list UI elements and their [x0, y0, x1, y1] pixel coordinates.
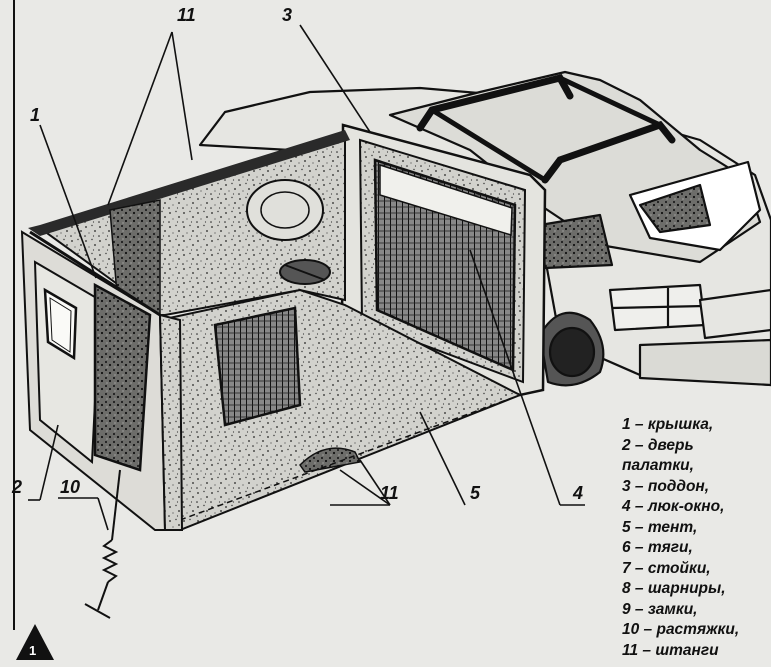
legend-item: 2 – дверь	[622, 436, 694, 454]
tent-door	[33, 260, 152, 472]
legend-item: 7 – стойки,	[622, 559, 711, 577]
figure-number: 1	[29, 643, 37, 658]
legend-item: 6 – тяги,	[622, 539, 693, 556]
callout-1: 1	[30, 105, 41, 125]
tent-floor	[159, 288, 523, 532]
parts-legend: 1 – крышка, 2 – дверь палатки, 3 – поддо…	[622, 415, 771, 661]
callout-11-bottom: 11	[380, 483, 399, 503]
pickup-vehicle	[198, 70, 771, 387]
legend-item: 1 – крышка,	[622, 416, 714, 433]
callout-4: 4	[573, 483, 584, 503]
tent-back-wall	[28, 130, 350, 331]
legend-item: 11 – штанги	[622, 641, 719, 659]
roof-rack	[416, 73, 676, 184]
legend-item: палатки,	[622, 457, 694, 474]
hatch-window	[340, 123, 547, 397]
legend-item: 9 – замки,	[622, 600, 698, 618]
callout-2: 2	[12, 477, 23, 497]
callout-10: 10	[60, 477, 81, 497]
callout-3: 3	[282, 5, 293, 25]
legend-item: 10 – растяжки,	[622, 621, 740, 638]
callout-5: 5	[470, 483, 481, 503]
callout-11-top: 11	[177, 5, 196, 25]
figure-number-triangle-icon	[16, 624, 54, 660]
legend-item: 3 – поддон,	[622, 477, 710, 495]
legend-item: 5 – тент,	[622, 518, 698, 536]
legend-item: 8 – шарниры,	[622, 580, 726, 597]
legend-item: 4 – люк-окно,	[622, 498, 725, 515]
leader-lines	[28, 24, 585, 531]
tie-down-spring	[84, 469, 121, 619]
